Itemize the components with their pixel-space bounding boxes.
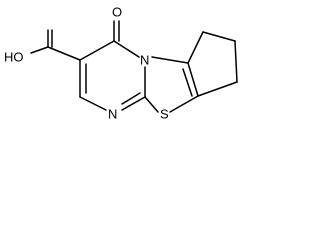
- bond-n1-c2: [79, 96, 107, 111]
- bond-c5a-c6: [187, 31, 204, 64]
- bond-c7-c8: [234, 40, 238, 83]
- atom-label-nitrogen-lower: N: [108, 107, 117, 122]
- bond-c3-c4: [79, 40, 115, 61]
- atom-labels: HO O N N S: [4, 5, 169, 122]
- bond-s-c9a: [144, 96, 159, 113]
- atom-label-hydroxyl: HO: [4, 50, 24, 65]
- bond-n5-c5a: [151, 56, 189, 64]
- bond-c5a-c8a-double: [182, 68, 193, 97]
- atom-label-carbonyl-oxygen: O: [112, 5, 122, 20]
- bond-c6-c7: [202, 31, 236, 42]
- bond-c9a-n1-double: [121, 92, 141, 105]
- bonds: [30, 20, 238, 113]
- atom-label-nitrogen-bridgehead: N: [140, 53, 149, 68]
- chemical-structure-diagram: HO O N N S: [4, 5, 238, 122]
- atom-label-sulfur: S: [160, 107, 169, 122]
- bond-c9a-n1: [121, 96, 146, 111]
- bond-c5a-c8a: [187, 62, 199, 97]
- bond-c4-n5: [113, 40, 140, 58]
- bond-c8a-s: [169, 95, 199, 113]
- bond-carboxyl-to-ring: [47, 46, 81, 61]
- bond-c8-c8a: [197, 81, 238, 97]
- bond-c-oh: [30, 46, 49, 54]
